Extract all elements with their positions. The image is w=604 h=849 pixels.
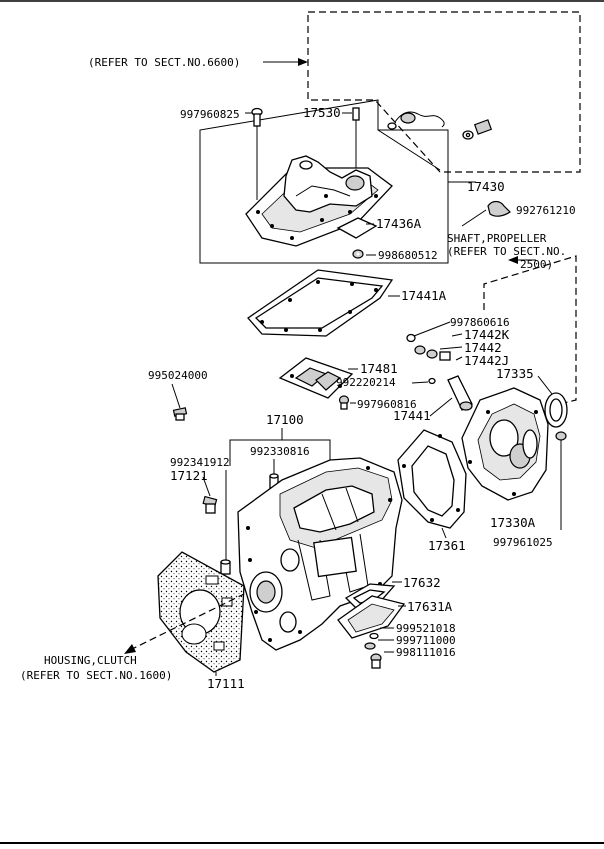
ref-sect-6600: (REFER TO SECT.NO.6600)	[88, 56, 240, 69]
part-997961025: 997961025	[493, 536, 553, 549]
housing-clutch-dashed-line	[129, 593, 245, 651]
shaft-ref-dashed-path	[483, 255, 577, 405]
bolt-997960825	[251, 107, 263, 200]
part-998111016: 998111016	[396, 646, 456, 659]
dowel-992341912	[220, 559, 231, 575]
ref-shaft-propeller-l2: (REFER TO SECT.NO.	[447, 245, 566, 258]
ref-shaft-propeller-l1: SHAFT,PROPELLER	[447, 232, 547, 245]
plug-995024000	[172, 407, 188, 421]
part-997960825: 997960825	[180, 108, 240, 121]
part-998680512: 998680512	[378, 249, 438, 262]
part-17361: 17361	[428, 538, 466, 553]
part-17442J: 17442J	[464, 353, 509, 368]
ref-shaft-propeller-l3: 2500)	[520, 258, 553, 271]
transmission-case-17100	[237, 457, 403, 651]
part-17430: 17430	[467, 179, 505, 194]
gasket-17441A	[247, 269, 394, 337]
part-992761210: 992761210	[516, 204, 576, 217]
bolts-cover-group	[364, 632, 382, 669]
breather-17530	[352, 107, 360, 168]
leader-992761210	[461, 209, 487, 227]
plug-17121	[202, 495, 218, 514]
plate-17436A	[336, 217, 378, 239]
shaft-ref-arrowhead	[508, 256, 518, 264]
leader-17441	[429, 397, 453, 417]
neutral-switch-part	[387, 111, 493, 140]
part-17330A: 17330A	[490, 515, 536, 530]
leader-17442	[439, 346, 463, 350]
part-17441A: 17441A	[401, 288, 447, 303]
part-17111: 17111	[207, 676, 245, 691]
oil-seal-17335	[544, 392, 568, 428]
part-17631A: 17631A	[407, 599, 453, 614]
part-17442: 17442	[464, 340, 502, 355]
shift-cover-17430	[245, 155, 393, 247]
sect-6600-dashed-box	[307, 11, 581, 173]
plate-17481	[278, 357, 354, 399]
speedo-parts-group	[406, 321, 473, 411]
leader-switch	[377, 129, 441, 171]
leader-17335	[537, 375, 553, 395]
bolt-997960816	[338, 395, 350, 410]
bolt-998680512	[352, 249, 364, 259]
part-995024000: 995024000	[148, 369, 208, 382]
part-992330816: 992330816	[250, 445, 310, 458]
ref-housing-clutch-l2: (REFER TO SECT.NO.1600)	[20, 669, 172, 682]
gasket-17361	[397, 429, 467, 529]
leader-17361	[441, 527, 447, 539]
part-17442K: 17442K	[464, 327, 510, 342]
leader-995024000	[171, 383, 181, 409]
adapter-plate-17111	[157, 551, 245, 673]
part-17481: 17481	[360, 361, 398, 376]
part-997860616: 997860616	[450, 316, 510, 329]
ref-housing-clutch-l1: HOUSING,CLUTCH	[44, 654, 137, 667]
part-992220214: 992220214	[336, 376, 396, 389]
bracket-17100	[229, 439, 331, 466]
part-17121: 17121	[170, 468, 208, 483]
part-999711000: 999711000	[396, 634, 456, 647]
part-997960816: 997960816	[357, 398, 417, 411]
part-992341912: 992341912	[170, 456, 230, 469]
part-17530: 17530	[303, 105, 341, 120]
sect-6600-arrowhead	[298, 58, 308, 66]
part-17335: 17335	[496, 366, 534, 381]
part-17436A: 17436A	[376, 216, 422, 231]
gasket-17632	[344, 583, 396, 609]
part-17100: 17100	[266, 412, 304, 427]
extension-housing-17330A	[461, 387, 549, 501]
clip-992761210	[487, 200, 511, 217]
leader-17442K	[451, 333, 463, 337]
part-17632: 17632	[403, 575, 441, 590]
housing-clutch-arrowhead	[124, 644, 136, 654]
part-999521018: 999521018	[396, 622, 456, 635]
cover-17631A	[337, 595, 406, 639]
part-17441: 17441	[393, 408, 431, 423]
leader-992220214	[411, 381, 429, 384]
bolt-997961025	[555, 431, 567, 530]
leader-17121	[202, 476, 211, 497]
